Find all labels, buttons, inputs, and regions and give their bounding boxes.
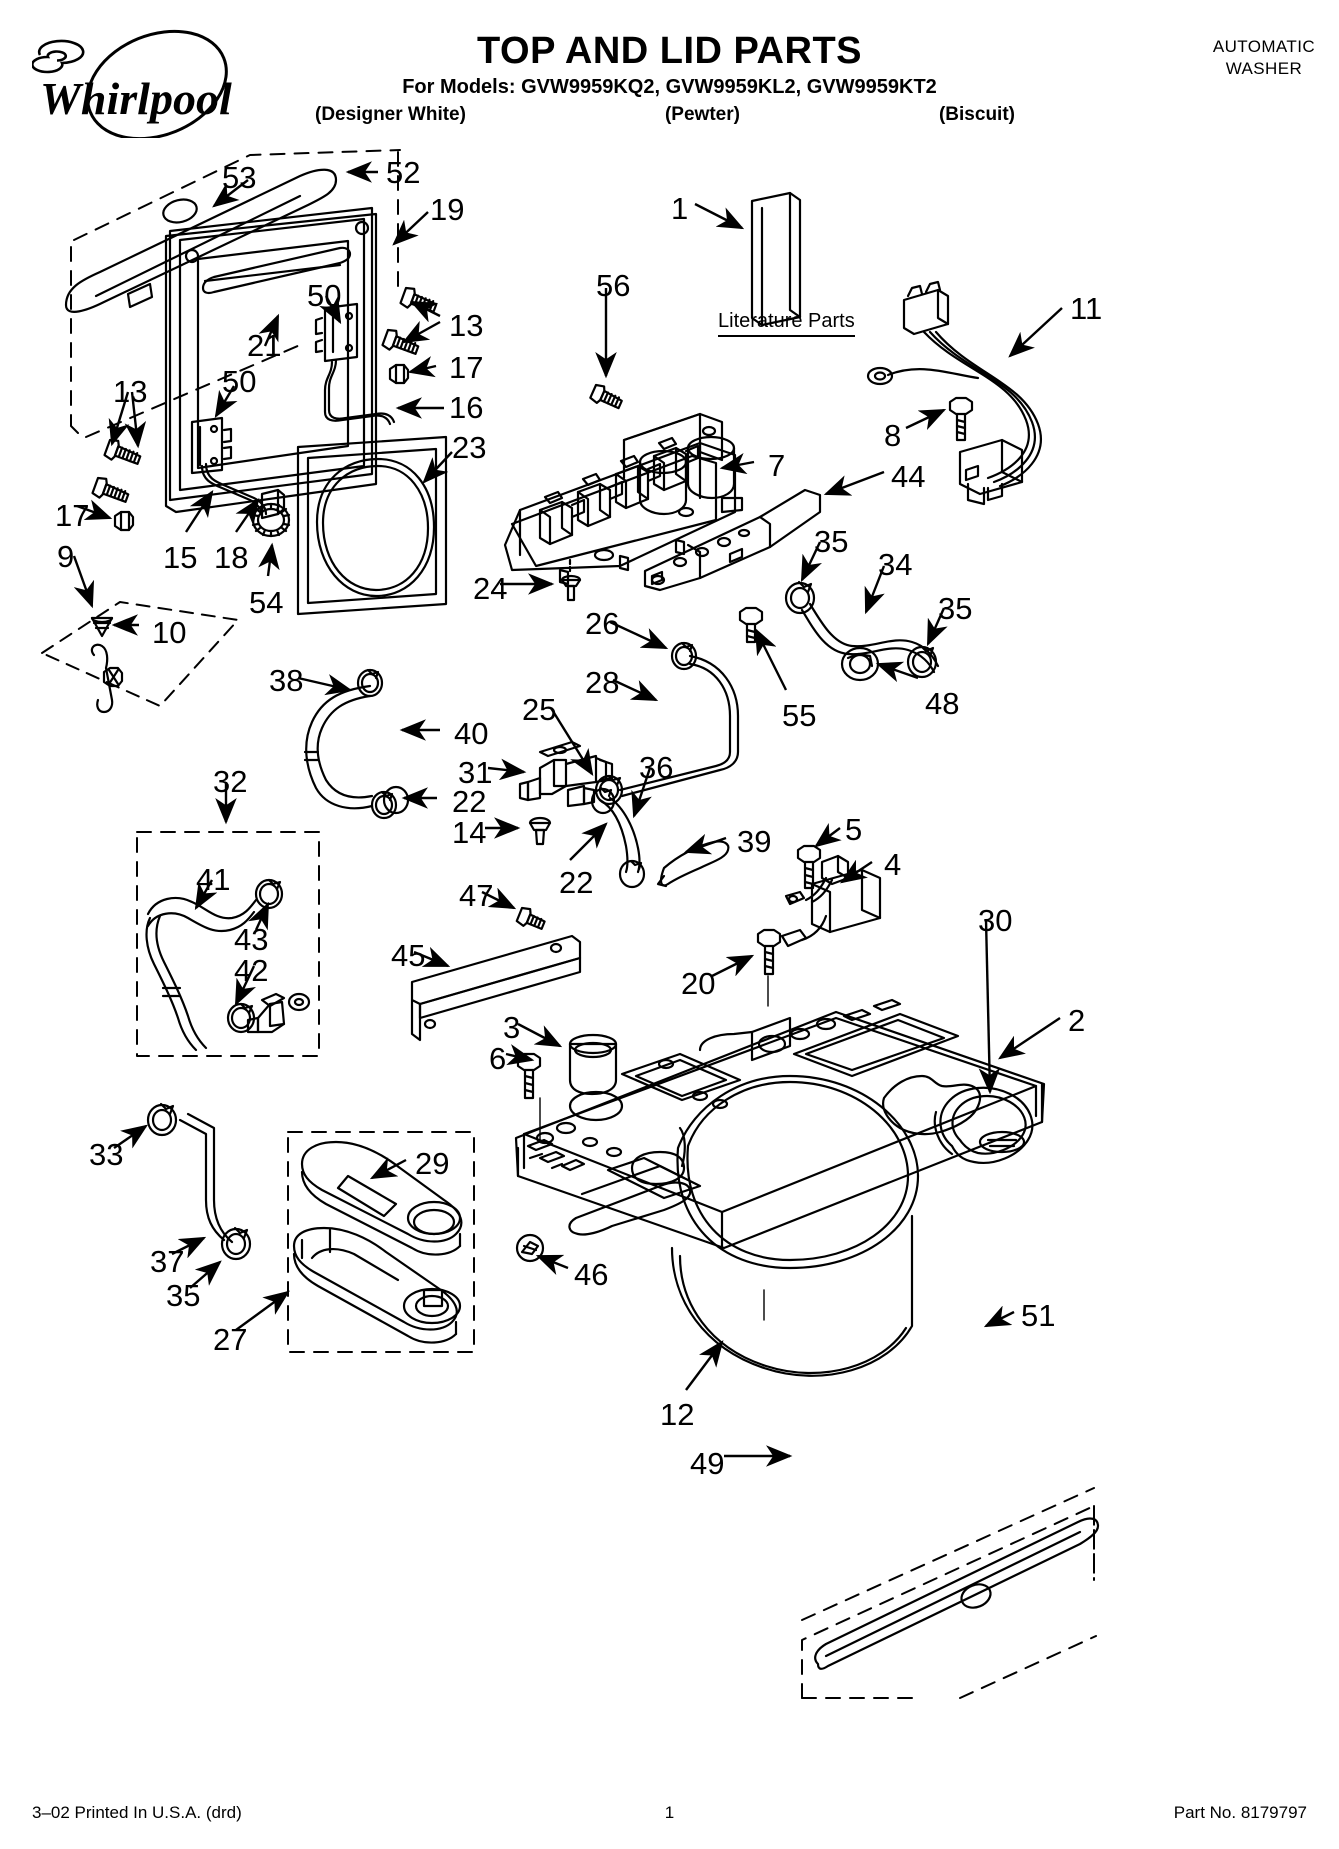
page-title: TOP AND LID PARTS [476,30,862,72]
callout-number: 44 [891,459,926,494]
whirlpool-logo: Whirlpool [31,28,282,141]
footer-part-number: Part No. 8179797 [1173,1803,1307,1822]
literature-parts-label: Literature Parts [718,310,855,337]
callout-number: 32 [213,764,248,799]
callout-number: 36 [639,750,674,785]
callout-number: 38 [269,663,304,698]
callout-number: 42 [234,953,269,988]
callout-number: 17 [449,350,484,385]
callout-number: 22 [452,784,487,819]
models-line: For Models: GVW9959KQ2, GVW9959KL2, GVW9… [402,76,937,98]
callout-number: 24 [473,571,508,606]
callout-number: 17 [55,498,90,533]
callout-number: 49 [690,1446,725,1481]
appliance-type: AUTOMATIC WASHER [1213,36,1315,81]
callout-number: 12 [660,1397,695,1432]
callout-number: 25 [522,692,557,727]
callout-number: 13 [449,308,484,343]
callout-number: 45 [391,938,426,973]
color-variant-1: (Designer White) [315,104,466,125]
callout-number: 40 [454,716,489,751]
callout-number: 20 [681,966,716,1001]
callout-number: 35 [814,524,849,559]
callout-number: 27 [213,1322,248,1357]
footer-print-info: 3–02 Printed In U.S.A. (drd) [32,1803,242,1822]
callout-number: 54 [249,585,284,620]
callout-number: 55 [782,698,817,733]
callout-number: 53 [222,160,257,195]
callout-number: 39 [737,824,772,859]
footer-page-number: 1 [664,1803,675,1822]
callout-number: 29 [415,1146,450,1181]
callout-number: 13 [113,374,148,409]
callout-number: 56 [596,268,631,303]
callout-number: 19 [430,192,465,227]
callout-number: 28 [585,665,620,700]
callout-number: 30 [978,903,1013,938]
callout-number: 18 [214,540,249,575]
color-variant-3: (Biscuit) [938,104,1015,125]
callout-number: 43 [234,922,269,957]
callout-number: 22 [559,865,594,900]
callout-number: 47 [459,878,494,913]
color-variant-2: (Pewter) [664,104,740,125]
callout-number: 3 [503,1010,521,1045]
callout-number: 48 [925,686,960,721]
appliance-type-line1: AUTOMATIC [1212,37,1315,56]
callout-number: 1 [671,191,689,226]
callout-number: 52 [386,155,421,190]
callout-number: 35 [166,1278,201,1313]
callout-number: 6 [489,1041,507,1076]
color-variants: (Designer White) (Pewter) (Biscuit) [315,104,1015,126]
callout-number: 10 [152,615,187,650]
callout-number: 5 [845,812,863,847]
callout-number: 15 [163,540,198,575]
callout-number: 2 [1068,1003,1086,1038]
callout-number: 4 [884,847,902,882]
callout-number: 35 [938,591,973,626]
callout-number: 11 [1070,291,1103,326]
callout-number: 34 [878,547,913,582]
callout-number: 23 [452,430,487,465]
svg-text:Whirlpool: Whirlpool [40,73,232,124]
callout-number: 51 [1021,1298,1056,1333]
callout-number: 41 [196,862,231,897]
callout-number: 33 [89,1137,124,1172]
callout-number: 31 [458,755,493,790]
callout-number: 21 [247,328,282,363]
callout-number: 50 [307,278,342,313]
callout-number: 50 [222,364,257,399]
callout-number: 37 [150,1244,185,1279]
callout-number: 8 [884,418,902,453]
callout-number: 14 [452,815,487,850]
callout-number: 26 [585,606,620,641]
callout-number: 46 [574,1257,609,1292]
callout-number: 16 [449,390,484,425]
callout-number: 9 [57,539,75,574]
callout-number: 7 [768,448,786,483]
appliance-type-line2: WASHER [1225,59,1303,79]
